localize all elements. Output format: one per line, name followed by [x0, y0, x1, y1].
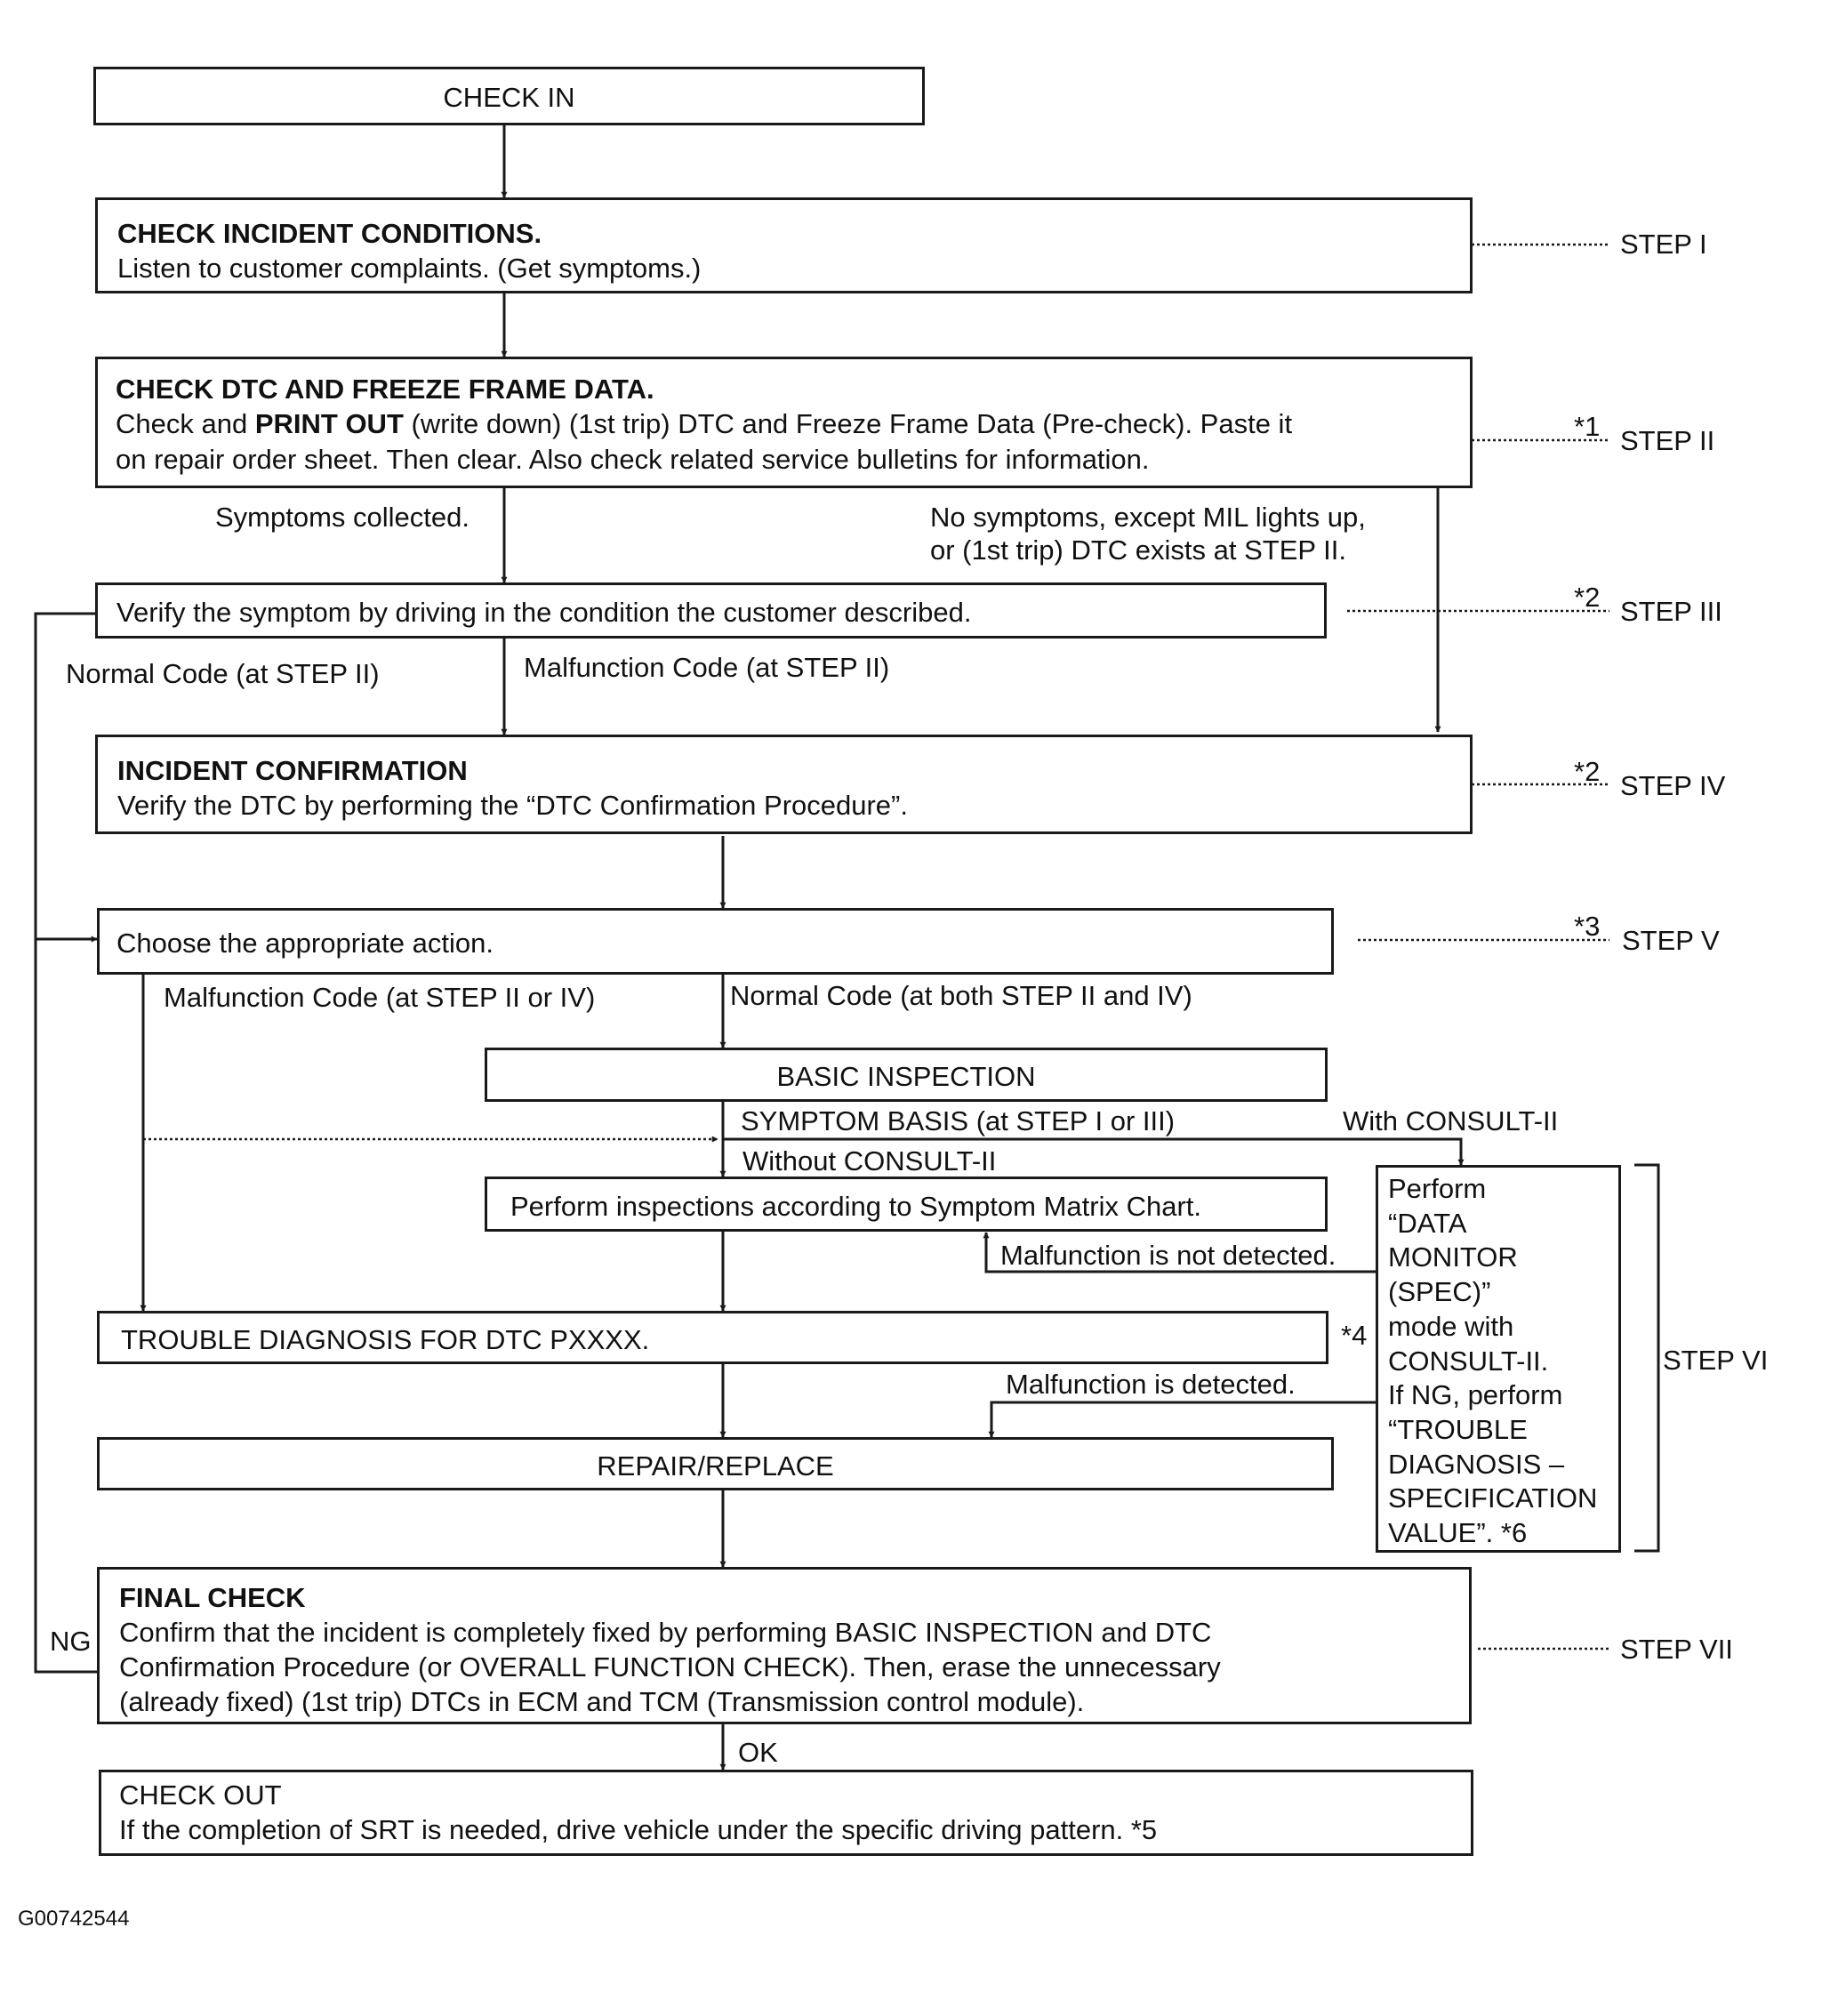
dtc-line1-c: (write down) (1st trip) DTC and Freeze F…	[403, 408, 1293, 439]
trouble-diagnosis-label: TROUBLE DIAGNOSIS FOR DTC PXXXX.	[121, 1324, 650, 1355]
arrow-detected	[988, 1401, 1376, 1438]
symptoms-collected-label: Symptoms collected.	[215, 502, 470, 533]
note-2b: *2	[1574, 756, 1601, 787]
consult-line: “TROUBLE	[1388, 1413, 1528, 1445]
final-title: FINAL CHECK	[119, 1582, 306, 1613]
final-check-box: FINAL CHECK Confirm that the incident is…	[97, 1567, 1472, 1724]
final-line2: Confirmation Procedure (or OVERALL FUNCT…	[119, 1651, 1221, 1683]
note-1: *1	[1574, 411, 1601, 442]
choose-label: Choose the appropriate action.	[116, 928, 494, 959]
normal-code-2-label: Normal Code (at both STEP II and IV)	[730, 980, 1192, 1011]
ng-label: NG	[50, 1626, 92, 1657]
step-6-label: STEP VI	[1663, 1345, 1769, 1376]
incident-confirmation-box: INCIDENT CONFIRMATION Verify the DTC by …	[95, 735, 1473, 834]
consult-line: “DATA	[1388, 1207, 1467, 1239]
step-5-label: STEP V	[1622, 925, 1720, 956]
arrow-not-detected	[983, 1232, 1376, 1273]
consult-line: DIAGNOSIS –	[1388, 1448, 1565, 1480]
detected-label: Malfunction is detected.	[1006, 1369, 1296, 1400]
check-out-body: If the completion of SRT is needed, driv…	[119, 1814, 1158, 1845]
ng-loop-line	[34, 612, 97, 1674]
note-3: *3	[1574, 911, 1601, 942]
note-4: *4	[1341, 1320, 1368, 1351]
step-7-label: STEP VII	[1620, 1634, 1733, 1665]
dtc-line1: Check and PRINT OUT (write down) (1st tr…	[116, 406, 1292, 441]
symptom-matrix-label: Perform inspections according to Symptom…	[510, 1191, 1201, 1222]
dtc-line1-print-out: PRINT OUT	[254, 408, 404, 439]
step-2-label: STEP II	[1620, 425, 1715, 456]
malfunction-code-2-label: Malfunction Code (at STEP II or IV)	[164, 982, 596, 1013]
dtc-title: CHECK DTC AND FREEZE FRAME DATA.	[116, 373, 654, 405]
no-symptoms-line2: or (1st trip) DTC exists at STEP II.	[930, 534, 1346, 566]
consult-line: SPECIFICATION	[1388, 1482, 1598, 1514]
symptom-basis-label: SYMPTOM BASIS (at STEP I or III)	[741, 1105, 1176, 1137]
check-in-label: CHECK IN	[443, 82, 575, 113]
confirmation-title: INCIDENT CONFIRMATION	[117, 755, 468, 786]
dtc-freeze-frame-box: CHECK DTC AND FREEZE FRAME DATA. Check a…	[95, 357, 1473, 488]
step6-bracket	[1634, 1163, 1660, 1553]
symptom-matrix-box: Perform inspections according to Symptom…	[485, 1177, 1328, 1232]
step-1-label: STEP I	[1620, 229, 1707, 260]
repair-replace-label: REPAIR/REPLACE	[597, 1450, 834, 1482]
trouble-diagnosis-box: TROUBLE DIAGNOSIS FOR DTC PXXXX.	[97, 1311, 1328, 1364]
verify-label: Verify the symptom by driving in the con…	[116, 597, 972, 628]
step-3-label: STEP III	[1620, 596, 1722, 627]
basic-inspection-box: BASIC INSPECTION	[485, 1048, 1328, 1102]
ok-label: OK	[738, 1737, 778, 1768]
figure-id: G00742544	[18, 1907, 130, 1931]
consult-line: Perform	[1388, 1173, 1487, 1204]
step-4-label: STEP IV	[1620, 770, 1726, 801]
normal-code-label: Normal Code (at STEP II)	[66, 658, 380, 689]
choose-action-box: Choose the appropriate action.	[97, 908, 1334, 975]
incident-body: Listen to customer complaints. (Get symp…	[117, 253, 702, 284]
consult-line: mode with	[1388, 1310, 1514, 1342]
consult-line: (SPEC)”	[1388, 1276, 1491, 1308]
dtc-line2: on repair order sheet. Then clear. Also …	[116, 444, 1150, 475]
not-detected-label: Malfunction is not detected.	[1000, 1240, 1336, 1271]
with-consult-label: With CONSULT-II	[1343, 1105, 1559, 1137]
basic-inspection-label: BASIC INSPECTION	[776, 1061, 1036, 1092]
repair-replace-box: REPAIR/REPLACE	[97, 1437, 1334, 1490]
final-line1: Confirm that the incident is completely …	[119, 1617, 1212, 1648]
incident-conditions-box: CHECK INCIDENT CONDITIONS. Listen to cus…	[95, 197, 1473, 293]
check-out-box: CHECK OUT If the completion of SRT is ne…	[99, 1770, 1473, 1856]
consult-line: If NG, perform	[1388, 1379, 1563, 1411]
without-consult-label: Without CONSULT-II	[742, 1145, 997, 1177]
no-symptoms-line1: No symptoms, except MIL lights up,	[930, 502, 1366, 533]
verify-symptom-box: Verify the symptom by driving in the con…	[95, 582, 1327, 639]
incident-title: CHECK INCIDENT CONDITIONS.	[117, 218, 542, 249]
final-line3: (already fixed) (1st trip) DTCs in ECM a…	[119, 1686, 1085, 1717]
consult-line: MONITOR	[1388, 1241, 1518, 1273]
malfunction-code-label: Malfunction Code (at STEP II)	[524, 652, 890, 683]
arrow-with-consult	[723, 1137, 1465, 1166]
dtc-line1-a: Check and	[116, 408, 255, 439]
check-out-title: CHECK OUT	[119, 1779, 282, 1811]
consult-line: VALUE”. *6	[1388, 1517, 1528, 1548]
note-2a: *2	[1574, 582, 1601, 613]
consult-line: CONSULT-II.	[1388, 1345, 1549, 1377]
confirmation-body: Verify the DTC by performing the “DTC Co…	[117, 790, 908, 821]
check-in-box: CHECK IN	[93, 67, 925, 125]
